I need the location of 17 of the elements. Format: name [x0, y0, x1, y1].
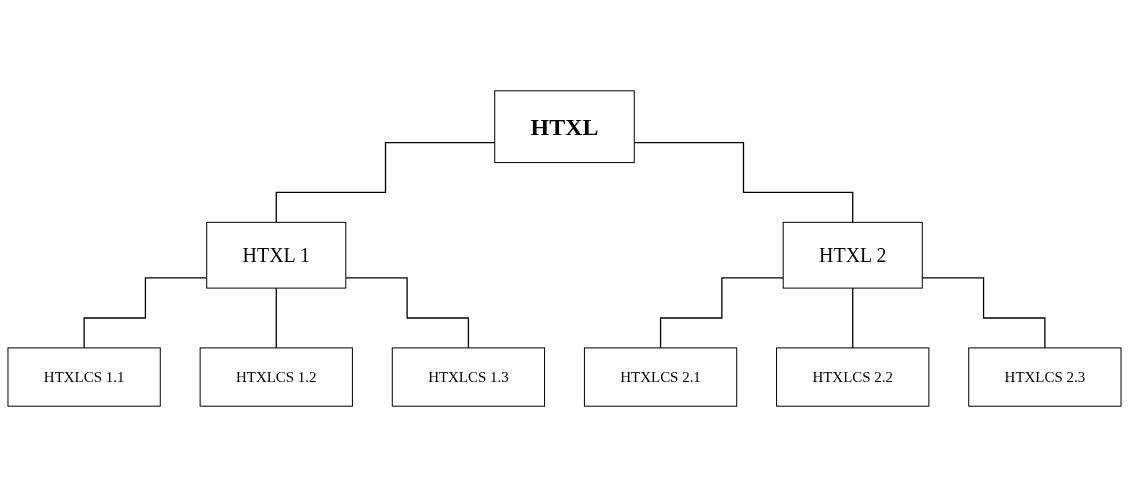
- node-box: HTXLCS 1.3: [391, 347, 546, 407]
- connector: [633, 141, 854, 223]
- node-box: HTXLCS 1.1: [7, 347, 161, 407]
- connector: [345, 277, 470, 349]
- connector: [852, 287, 854, 349]
- node-box: HTXL 1: [206, 221, 347, 289]
- node-box: HTXLCS 1.2: [199, 347, 353, 407]
- connector: [275, 287, 277, 349]
- node-box: HTXLCS 2.1: [583, 347, 738, 407]
- node-box: HTXL: [494, 90, 635, 164]
- connector: [921, 277, 1046, 349]
- node-box: HTXLCS 2.2: [776, 347, 930, 407]
- node-box: HTXL 2: [782, 221, 923, 289]
- connector: [83, 277, 208, 349]
- connector: [275, 141, 496, 223]
- node-box: HTXLCS 2.3: [968, 347, 1122, 407]
- connector: [659, 277, 784, 349]
